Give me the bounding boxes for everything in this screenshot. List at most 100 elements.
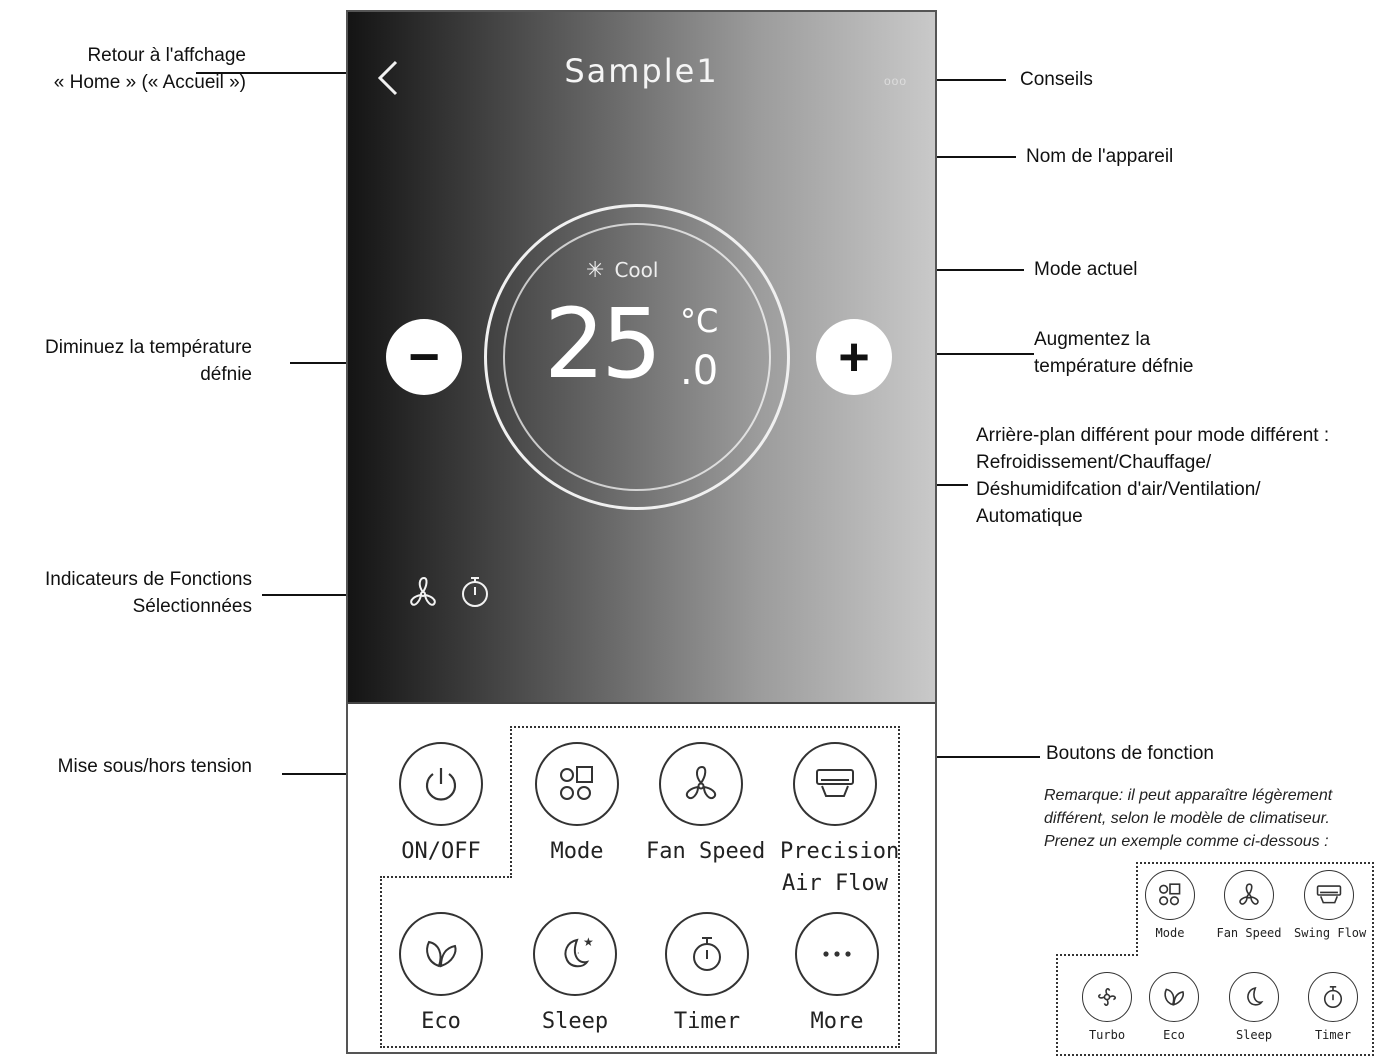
example-eco-icon [1164, 988, 1184, 1006]
leader-tips [914, 79, 1006, 81]
fan-speed-label: Fan Speed [646, 839, 766, 864]
leader-back [196, 72, 348, 74]
annotation-back: Retour à l'affchage « Home » (« Accueil … [54, 42, 246, 96]
precision-air-flow-label: Precision Air Flow [780, 836, 899, 900]
annotation-function-buttons-line: Boutons de fonction [1046, 743, 1214, 764]
annotation-current-mode: Mode actuel [1034, 256, 1138, 283]
precision-air-flow-button-ring [793, 742, 877, 826]
mode-button[interactable]: Mode [522, 742, 632, 868]
annotation-background-line2: Refroidissement/Chauffage/ [976, 452, 1212, 473]
temperature-dial-inner-ring [503, 223, 771, 491]
annotation-decrease: Diminuez la température défnie [45, 334, 252, 388]
annotation-function-buttons: Boutons de fonction [1046, 740, 1214, 767]
selected-function-indicators [406, 574, 492, 610]
sleep-button[interactable]: ★ · Sleep [520, 912, 630, 1038]
example-sleep-ring [1229, 972, 1279, 1022]
annotation-device-name-line: Nom de l'appareil [1026, 146, 1174, 167]
annotation-background: Arrière-plan différent pour mode différe… [976, 422, 1329, 530]
annotation-tips-line: Conseils [1020, 69, 1093, 90]
on-off-button[interactable]: ON/OFF [386, 742, 496, 868]
leader-indicators [262, 594, 348, 596]
mode-button-ring [535, 742, 619, 826]
increase-temperature-button[interactable]: + [816, 319, 892, 395]
example-moon-icon [1247, 987, 1264, 1006]
eco-leaf-icon [426, 940, 457, 968]
annotation-power-line: Mise sous/hors tension [57, 756, 252, 777]
example-turbo-button: Turbo [1072, 972, 1142, 1042]
mode-label: Mode [550, 839, 604, 864]
fan-speed-button[interactable]: Fan Speed [646, 742, 766, 868]
annotation-background-line1: Arrière-plan différent pour mode différe… [976, 425, 1330, 446]
temperature-integer: 25 [544, 288, 662, 400]
eco-button[interactable]: Eco [386, 912, 496, 1038]
power-icon [425, 768, 457, 801]
leader-increase [894, 353, 1034, 355]
example-eco-ring [1149, 972, 1199, 1022]
annotation-back-line2: « Home » (« Accueil ») [53, 72, 246, 93]
on-off-button-ring [399, 742, 483, 826]
leader-power [282, 773, 384, 775]
leader-function-buttons [906, 756, 1040, 758]
annotation-indicators-line1: Indicateurs de Fonctions [44, 569, 252, 590]
temperature-unit: °C [680, 302, 719, 340]
annotation-increase-line1: Augmentez la [1034, 329, 1151, 350]
annotation-background-line4: Automatique [976, 506, 1083, 527]
sleep-button-ring: ★ · [533, 912, 617, 996]
function-group-outline-top [510, 726, 900, 878]
example-sleep-label: Sleep [1235, 1028, 1273, 1042]
example-swing-flow-label: Swing Flow [1294, 926, 1367, 940]
example-timer-icon [1323, 986, 1343, 1008]
example-timer-button: Timer [1298, 972, 1368, 1042]
back-chevron-icon[interactable] [370, 56, 404, 100]
example-fan-speed-button: Fan Speed [1214, 870, 1284, 940]
fan-speed-button-ring [659, 742, 743, 826]
snowflake-icon: ✳ [586, 258, 605, 283]
moon-icon: ★ · [564, 935, 594, 968]
cool-mode-background: Sample1 ooo ✳Cool 25 °C .0 − + [348, 12, 935, 702]
precision-air-flow-button[interactable]: Precision Air Flow [780, 742, 899, 900]
plus-icon: + [838, 327, 870, 387]
example-mode-button: Mode [1135, 870, 1205, 940]
svg-text:·: · [577, 949, 580, 958]
on-off-label: ON/OFF [401, 839, 481, 864]
remark-line2: différent, selon le modèle de climatiseu… [1044, 810, 1330, 827]
mode-icon [560, 766, 593, 800]
timer-label: Timer [673, 1009, 741, 1034]
annotation-indicators-line2: Sélectionnées [132, 596, 252, 617]
minus-icon: − [408, 327, 440, 387]
annotation-tips: Conseils [1020, 66, 1093, 93]
remark-line3: Prenez un exemple comme ci-dessous : [1044, 833, 1329, 850]
timer-button-ring [665, 912, 749, 996]
example-eco-button: Eco [1139, 972, 1209, 1042]
outline-joiner [512, 874, 898, 878]
timer-button[interactable]: Timer [652, 912, 762, 1038]
leader-decrease [290, 362, 348, 364]
function-button-panel: ON/OFF Mode [348, 702, 935, 1052]
remark-line1: Remarque: il peut apparaître légèrement [1044, 787, 1333, 804]
example-swing-icon [1316, 885, 1342, 904]
eco-button-ring [399, 912, 483, 996]
annotation-device-name: Nom de l'appareil [1026, 143, 1173, 170]
annotation-background-line3: Déshumidifcation d'air/Ventilation/ [976, 479, 1261, 500]
annotation-increase-line2: température défnie [1034, 356, 1194, 377]
air-conditioner-icon [816, 769, 854, 797]
example-eco-label: Eco [1163, 1028, 1185, 1042]
annotation-back-line1: Retour à l'affchage [87, 45, 246, 66]
device-name-title: Sample1 [564, 52, 719, 90]
example-swing-flow-ring [1304, 870, 1354, 920]
example-timer-label: Timer [1314, 1028, 1352, 1042]
example-timer-ring [1308, 972, 1358, 1022]
more-button[interactable]: More [782, 912, 892, 1038]
decrease-temperature-button[interactable]: − [386, 319, 462, 395]
example-outline-joiner [1138, 952, 1372, 956]
example-mode-ring [1145, 870, 1195, 920]
sleep-label: Sleep [541, 1009, 609, 1034]
temperature-decimal: .0 [680, 348, 719, 394]
svg-text:★: ★ [583, 935, 594, 949]
timer-indicator-icon [462, 577, 488, 607]
tips-menu-icon[interactable]: ooo [884, 74, 908, 88]
more-button-ring [795, 912, 879, 996]
fan-icon [685, 765, 717, 800]
more-label: More [810, 1009, 864, 1034]
example-sleep-button: Sleep [1219, 972, 1289, 1042]
